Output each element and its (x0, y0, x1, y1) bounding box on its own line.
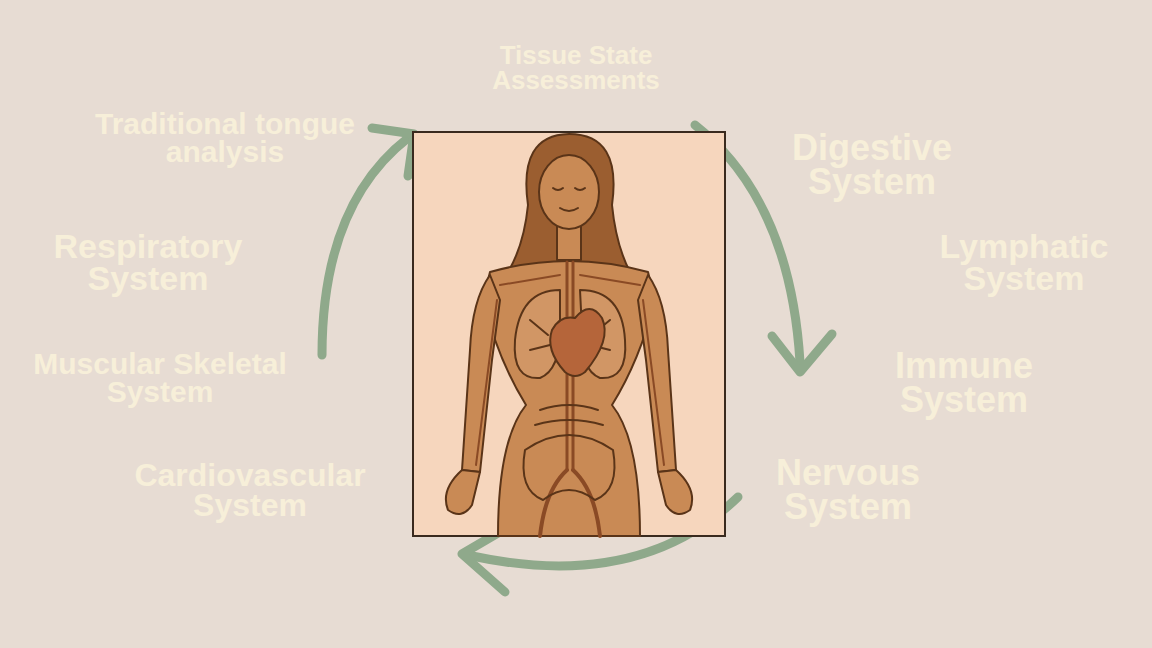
illustration-frame (413, 132, 725, 536)
system-label: Cardiovascular System (110, 460, 390, 521)
heart (550, 309, 605, 376)
cycle-arc (322, 138, 408, 355)
system-label: Tissue State Assessments (476, 43, 676, 92)
arm-vessels (476, 275, 664, 465)
face (553, 188, 585, 211)
system-label: Respiratory System (28, 230, 268, 295)
head (539, 155, 599, 229)
leg-vessels (540, 470, 600, 536)
pelvis (523, 435, 614, 500)
system-label: Digestive System (752, 131, 992, 199)
left-arm (462, 275, 500, 472)
torso (483, 261, 655, 536)
system-label: Immune System (859, 349, 1069, 417)
system-label: Traditional tongue analysis (80, 110, 370, 167)
intestines (535, 405, 603, 425)
hair (508, 134, 630, 272)
system-label: Nervous System (748, 456, 948, 524)
system-label: Muscular Skeletal System (23, 350, 298, 407)
arrow-head (462, 530, 505, 592)
left-hand (446, 470, 480, 514)
arrow-head (772, 334, 832, 372)
right-hand (658, 470, 692, 514)
system-label: Lymphatic System (914, 230, 1134, 295)
arrow-head (372, 128, 414, 176)
